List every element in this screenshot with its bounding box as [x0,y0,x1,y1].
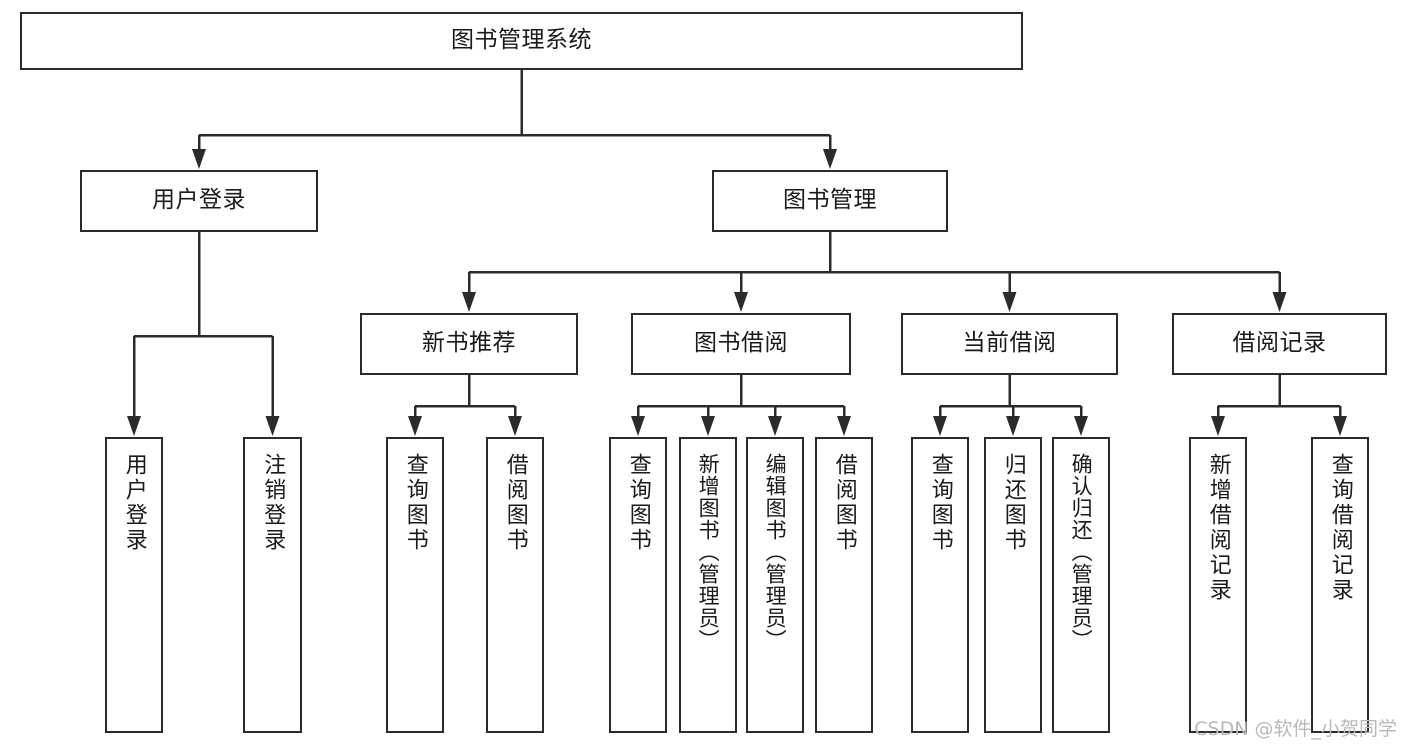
node-label: 归还图书 [1000,453,1026,553]
node-current-borrow[interactable]: 当前借阅 [901,313,1118,375]
node-label: 当前借阅 [962,330,1057,357]
arrowhead-icon [823,149,837,169]
arrowhead-icon [1272,292,1287,312]
arrowhead-icon [1002,292,1017,312]
arrowhead-icon [1074,416,1088,436]
arrowhead-icon [701,416,715,436]
arrowhead-icon [462,292,476,312]
node-leaf-query-book-2[interactable]: 查询图书 [609,437,667,733]
arrowhead-icon [631,416,645,436]
arrowhead-icon [192,149,206,169]
node-label: 确认归还（管理员） [1069,453,1094,651]
arrowhead-icon [508,416,522,436]
node-label: 借阅记录 [1232,330,1327,357]
arrowhead-icon [408,416,422,436]
node-leaf-query-book-1[interactable]: 查询图书 [386,437,444,733]
arrowhead-icon [734,292,748,312]
node-leaf-query-record[interactable]: 查询借阅记录 [1311,437,1369,733]
arrowhead-icon [265,416,280,436]
node-label: 用户登录 [121,453,147,553]
node-leaf-add-record[interactable]: 新增借阅记录 [1189,437,1247,733]
node-label: 新书推荐 [422,330,516,357]
node-label: 新增图书（管理员） [696,453,721,651]
node-user-login[interactable]: 用户登录 [80,170,318,232]
arrowhead-icon [1006,416,1020,436]
node-leaf-borrow-book-1[interactable]: 借阅图书 [486,437,544,733]
node-label: 图书借阅 [694,330,788,357]
arrowhead-icon [1211,416,1225,436]
node-label: 查询图书 [927,453,953,553]
node-leaf-add-book[interactable]: 新增图书（管理员） [679,437,737,733]
node-label: 新增借阅记录 [1205,453,1231,603]
node-leaf-user-login[interactable]: 用户登录 [105,437,163,733]
node-leaf-return-book[interactable]: 归还图书 [984,437,1042,733]
node-label: 借阅图书 [502,453,528,553]
node-leaf-query-book-3[interactable]: 查询图书 [911,437,969,733]
node-label: 借阅图书 [831,453,857,553]
node-label: 编辑图书（管理员） [763,453,788,651]
node-label: 查询图书 [625,453,651,553]
node-label: 查询借阅记录 [1327,453,1353,603]
node-label: 查询图书 [402,453,428,553]
arrowhead-icon [127,416,141,436]
arrowhead-icon [768,416,782,436]
node-book-manage[interactable]: 图书管理 [712,170,948,232]
arrowhead-icon [837,416,851,436]
arrowhead-icon [933,416,947,436]
node-leaf-logout[interactable]: 注销登录 [243,437,302,733]
node-leaf-confirm-return[interactable]: 确认归还（管理员） [1052,437,1110,733]
node-leaf-edit-book[interactable]: 编辑图书（管理员） [746,437,804,733]
node-root[interactable]: 图书管理系统 [20,12,1023,70]
watermark-text: CSDN @软件_小贺同学 [1194,718,1397,740]
node-new-book-recommend[interactable]: 新书推荐 [360,313,578,375]
node-label: 注销登录 [260,453,286,553]
node-borrow-record[interactable]: 借阅记录 [1172,313,1387,375]
node-book-borrow[interactable]: 图书借阅 [631,313,851,375]
node-label: 图书管理 [783,187,877,214]
node-label: 图书管理系统 [451,27,592,54]
node-label: 用户登录 [152,187,246,214]
arrowhead-icon [1333,416,1347,436]
node-leaf-borrow-book-2[interactable]: 借阅图书 [815,437,873,733]
